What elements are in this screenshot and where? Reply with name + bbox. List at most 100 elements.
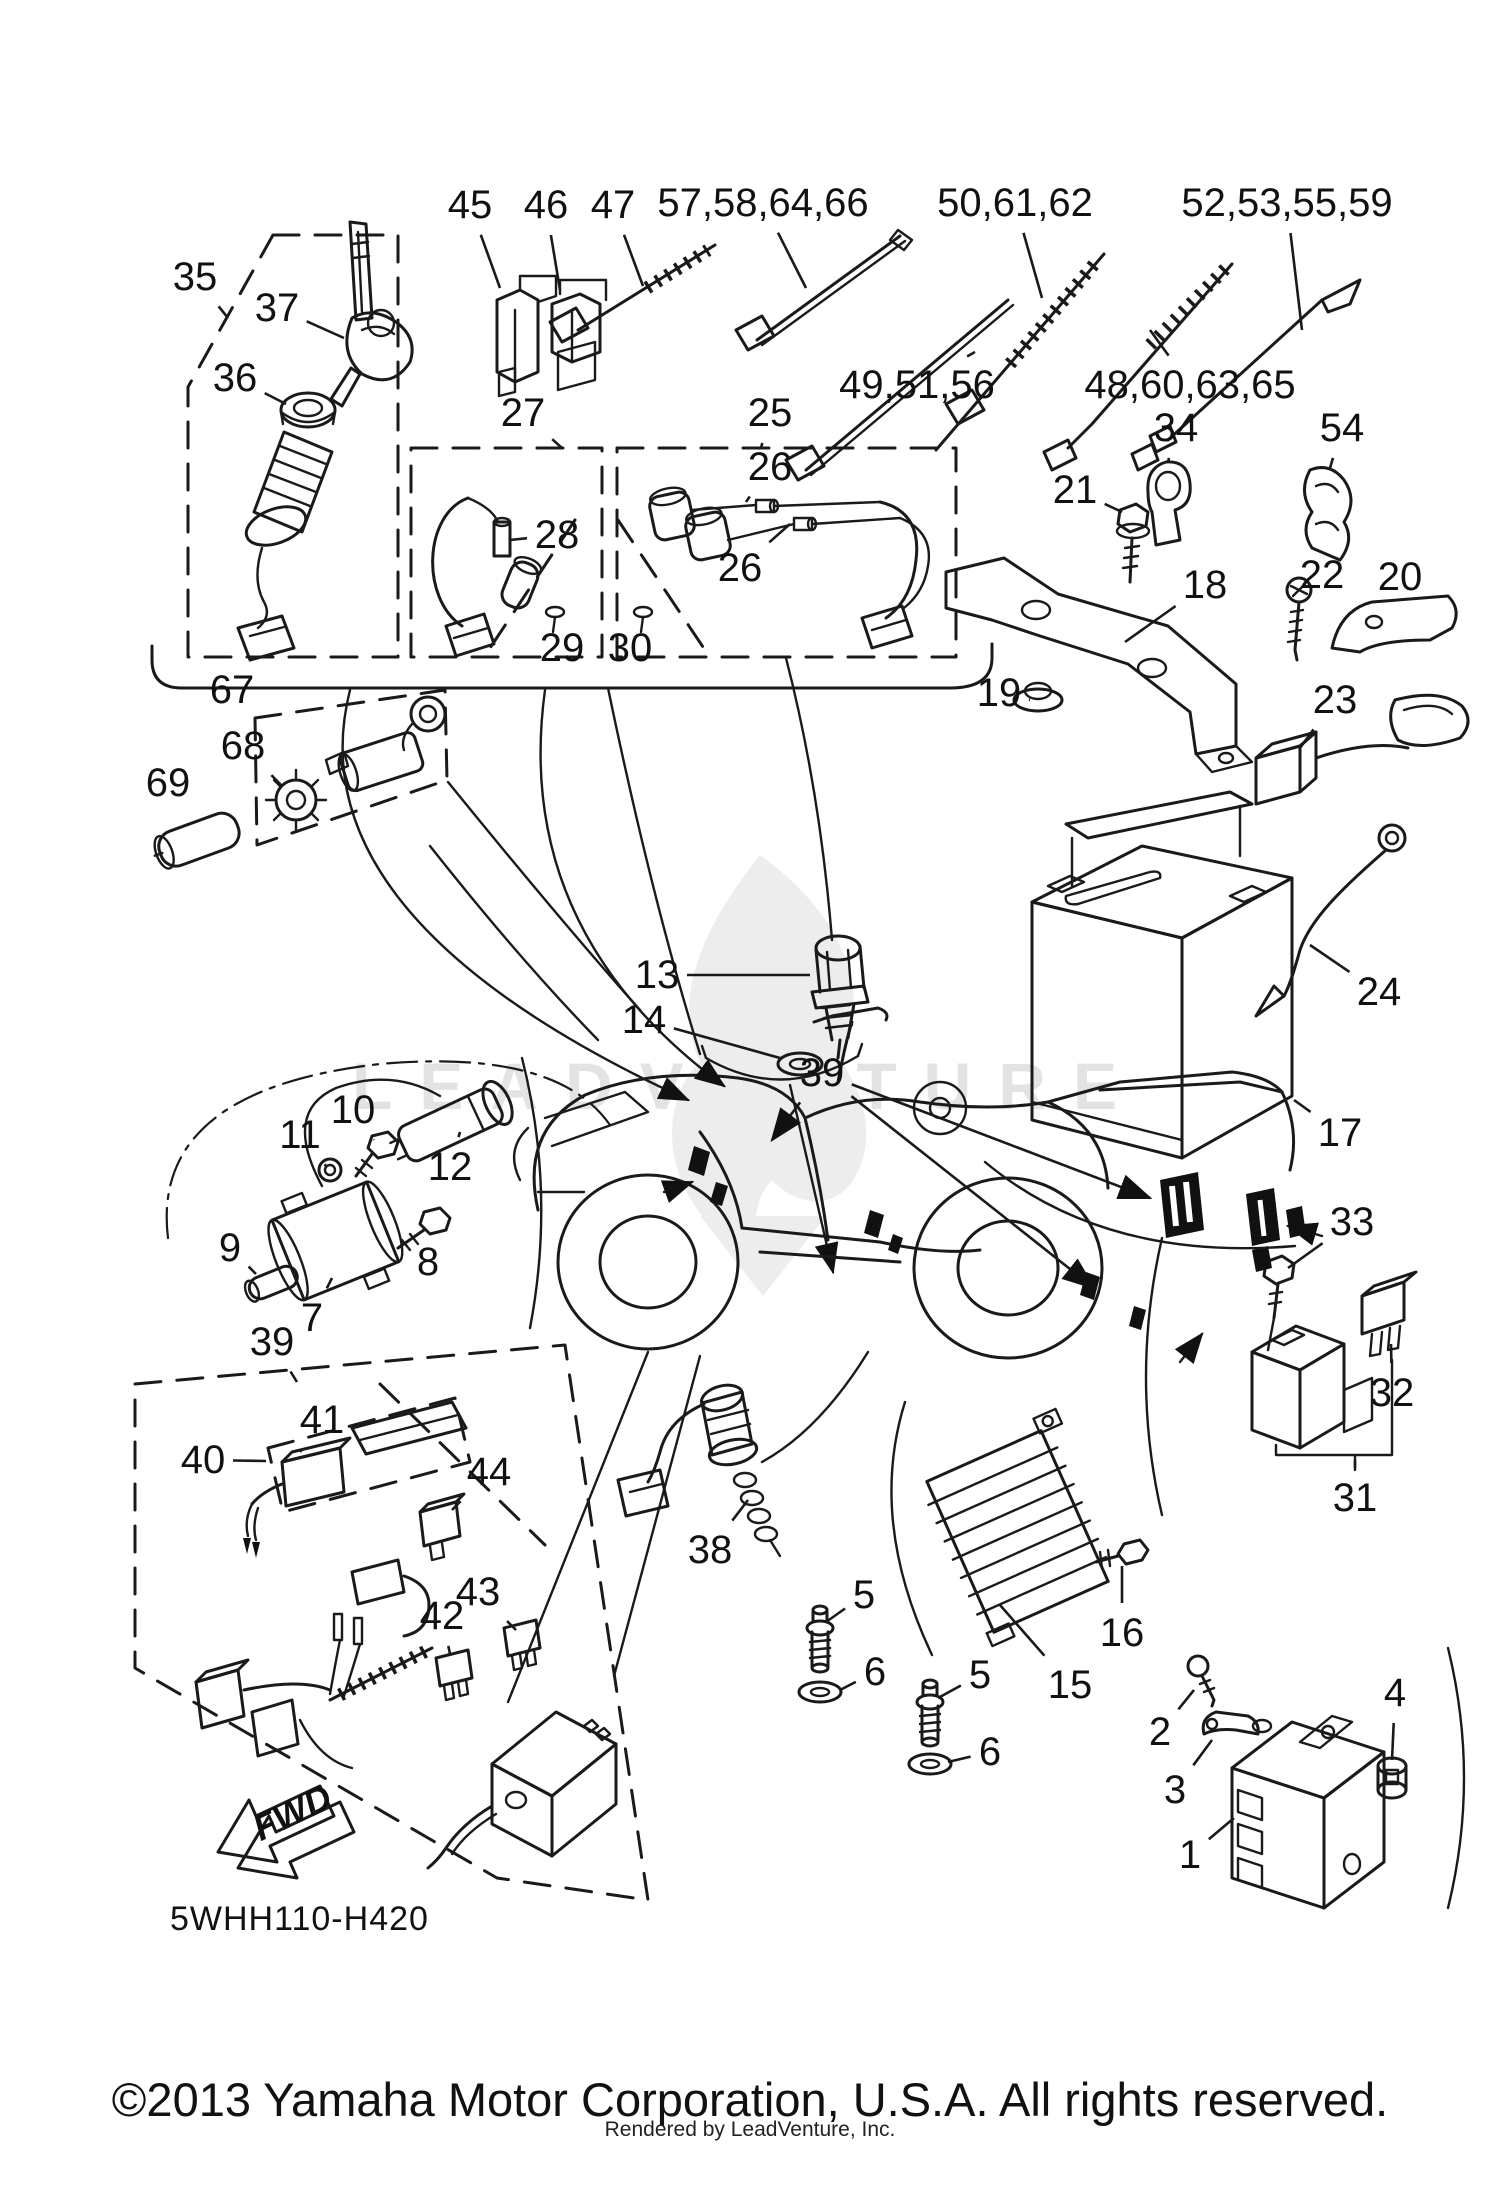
callout-50-61-62: 50,61,62: [937, 181, 1093, 225]
leader-41: [298, 1448, 303, 1453]
leader-curves: [341, 656, 1297, 1704]
callout-40: 40: [180, 1438, 226, 1482]
callout-30: 30: [607, 626, 653, 670]
leader-2: [1177, 1689, 1196, 1711]
leader-33: [1287, 1242, 1324, 1270]
callout-6: 6: [978, 1730, 1002, 1774]
callout-25: 25: [747, 391, 793, 435]
leader-45: [479, 234, 502, 289]
leader-9: [247, 1265, 257, 1275]
callout-49-51-56: 49,51,56: [839, 363, 995, 407]
callout-69: 69: [145, 761, 191, 805]
leader-39: [289, 1370, 299, 1383]
callout-1: 1: [1178, 1833, 1202, 1877]
callout-46: 46: [523, 183, 569, 227]
callout-39: 39: [799, 1051, 845, 1095]
callout-45: 45: [447, 183, 493, 227]
callout-21: 21: [1052, 468, 1098, 512]
callout-23: 23: [1312, 678, 1358, 722]
callout-43: 43: [455, 1570, 501, 1614]
leader-37: [306, 320, 345, 340]
leader-54: [1328, 457, 1335, 469]
leader-43: [506, 1620, 517, 1631]
callout-57-58-64-66: 57,58,64,66: [657, 181, 869, 225]
callout-33: 33: [1329, 1200, 1375, 1244]
callout-20: 20: [1377, 555, 1423, 599]
leader-48,60,63,65: [1148, 329, 1170, 357]
callout-10: 10: [330, 1088, 376, 1132]
leader-42: [447, 1645, 452, 1655]
leader-38: [731, 1499, 750, 1522]
callout-13: 13: [634, 953, 680, 997]
leader-46: [549, 234, 562, 291]
callout-27: 27: [500, 391, 546, 435]
dashed-group-boxes: [133, 233, 958, 1902]
callout-39: 39: [249, 1320, 295, 1364]
callout-19: 19: [976, 671, 1022, 715]
callout-7: 7: [300, 1296, 324, 1340]
callout-31: 31: [1332, 1476, 1378, 1520]
callout-8: 8: [416, 1240, 440, 1284]
leader-36: [264, 391, 287, 406]
callout-37: 37: [254, 286, 300, 330]
callout-16: 16: [1099, 1611, 1145, 1655]
leader-4: [1390, 1722, 1395, 1761]
rendered-by-text: Rendered by LeadVenture, Inc.: [604, 2118, 896, 2141]
leader-6: [839, 1680, 857, 1692]
callout-15: 15: [1047, 1663, 1093, 1707]
diagram-part-code: 5WHH110-H420: [170, 1900, 429, 1938]
leader-7: [325, 1277, 334, 1289]
speed-sensor-drawing: [616, 1383, 782, 1558]
callout-5: 5: [968, 1653, 992, 1697]
main-switch-drawing: [236, 220, 414, 662]
callout-28: 28: [534, 513, 580, 557]
leader-26: [768, 523, 791, 544]
callout-6: 6: [863, 1650, 887, 1694]
callout-26: 26: [717, 546, 763, 590]
callout-44: 44: [466, 1450, 512, 1494]
starter-relay-drawings: [1144, 1236, 1418, 1517]
callout-32: 32: [1369, 1371, 1415, 1415]
leader-34: [1166, 457, 1171, 463]
leader-57,58,64,66: [776, 232, 808, 289]
leader-50,61,62: [1022, 232, 1044, 299]
leader-68: [270, 774, 283, 787]
callout-38: 38: [687, 1528, 733, 1572]
callout-48-60-63-65: 48,60,63,65: [1084, 363, 1296, 407]
cdi-unit-drawings: [1186, 1646, 1466, 1910]
leader-5: [825, 1607, 846, 1624]
harness-kit-drawings: [194, 1400, 618, 1870]
leader-27: [551, 438, 563, 449]
leader-47: [622, 234, 645, 287]
battery-bracket-drawings: [944, 460, 1458, 774]
callout-34: 34: [1153, 406, 1199, 450]
leader-3: [1192, 1739, 1214, 1767]
callout-11: 11: [279, 1113, 321, 1157]
dc-jack-kit-drawings: [153, 695, 642, 1042]
callout-52-53-55-59: 52,53,55,59: [1181, 181, 1393, 225]
wire-lead-kit-drawings: [431, 486, 931, 658]
leader-17: [1293, 1098, 1312, 1113]
callout-22: 22: [1299, 553, 1345, 597]
callout-5: 5: [852, 1573, 876, 1617]
regulator-drawing: [890, 1400, 1150, 1657]
cable-tie-drawings: [548, 228, 1362, 482]
callout-17: 17: [1317, 1111, 1363, 1155]
callout-2: 2: [1148, 1710, 1172, 1754]
leader-28: [509, 536, 528, 542]
callout-24: 24: [1356, 970, 1402, 1014]
callout-47: 47: [590, 183, 636, 227]
top-group-container: [150, 642, 994, 1056]
leader-39: [851, 1083, 1153, 1200]
leader-25: [759, 442, 764, 449]
callout-29: 29: [539, 626, 585, 670]
copyright-text: ©2013 Yamaha Motor Corporation, U.S.A. A…: [111, 2073, 1389, 2126]
leader-5: [937, 1684, 962, 1700]
atv-vehicle-drawing: [512, 1006, 1324, 1365]
callout-67: 67: [209, 668, 255, 712]
callout-18: 18: [1182, 563, 1228, 607]
